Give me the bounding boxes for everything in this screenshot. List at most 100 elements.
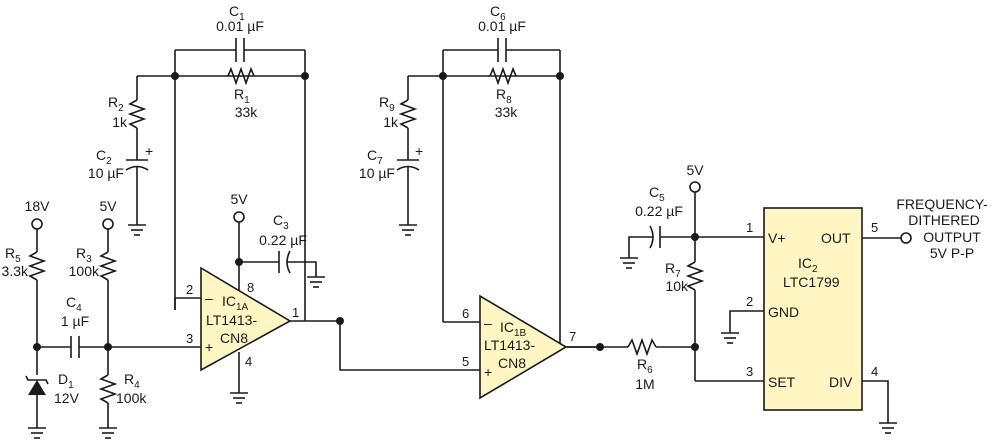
ic2-pin-vplus: 1 bbox=[746, 220, 753, 235]
ground-ic1a bbox=[230, 392, 248, 404]
terminal-5v-r3 bbox=[102, 218, 114, 230]
ic1b-part-line2: CN8 bbox=[498, 355, 526, 371]
ic2-pin-div: 4 bbox=[871, 364, 878, 379]
ic2-supply-label: 5V bbox=[686, 162, 704, 178]
resistor-r4 bbox=[98, 374, 118, 404]
ic2-pin-out: 5 bbox=[871, 220, 878, 235]
capacitor-c2 bbox=[125, 159, 149, 171]
ic1a-pin-out: 1 bbox=[292, 305, 299, 320]
resistor-r3 bbox=[98, 251, 118, 281]
d1-label: D1 bbox=[58, 371, 74, 391]
c3-value: 0.22 µF bbox=[259, 232, 307, 248]
c6-label: C6 bbox=[490, 3, 506, 23]
labels: C1 0.01 µF R1 33k R2 1k C2 10 µF + C6 0.… bbox=[2, 3, 988, 406]
r3-supply-label: 5V bbox=[99, 198, 117, 214]
c7-value: 10 µF bbox=[359, 165, 395, 181]
output-label-line3: OUTPUT bbox=[923, 229, 981, 245]
ic1a-pin-vcc: 8 bbox=[247, 280, 254, 295]
r8-value: 33k bbox=[495, 104, 519, 120]
ic2-pin-gnd: 2 bbox=[746, 294, 753, 309]
c7-polarity: + bbox=[415, 143, 423, 159]
c3-label: C3 bbox=[273, 212, 289, 232]
c5-value: 0.22 µF bbox=[635, 203, 683, 219]
r6-label: R6 bbox=[637, 356, 653, 376]
c5-label: C5 bbox=[649, 184, 665, 204]
c2-value: 10 µF bbox=[88, 165, 124, 181]
r1-value: 33k bbox=[235, 104, 259, 120]
resistor-r1 bbox=[227, 66, 255, 86]
ic2-box bbox=[763, 207, 863, 411]
ic2-pin-set-label: SET bbox=[768, 374, 796, 390]
ic1b-label: IC1B bbox=[500, 319, 527, 339]
r7-label: R7 bbox=[665, 260, 681, 280]
terminal-18v bbox=[31, 218, 43, 230]
ic1-supply-label: 5V bbox=[230, 191, 248, 207]
ic2-pin-out-label: OUT bbox=[821, 230, 851, 246]
ground-ic2-gnd bbox=[721, 332, 739, 344]
r9-label: R9 bbox=[379, 94, 395, 114]
r2-value: 1k bbox=[112, 114, 128, 130]
terminal-5v-ic2 bbox=[689, 181, 701, 193]
terminal-5v-ic1 bbox=[233, 211, 245, 223]
feedback-network-ic1b bbox=[396, 38, 600, 348]
r3-label: R3 bbox=[76, 245, 92, 265]
d1-value: 12V bbox=[54, 390, 80, 406]
r5-label: R5 bbox=[5, 245, 21, 265]
c2-polarity: + bbox=[145, 143, 153, 159]
capacitor-c7 bbox=[396, 159, 420, 171]
c4-value: 1 µF bbox=[61, 313, 89, 329]
c4-label: C4 bbox=[66, 294, 82, 314]
ic1a-label: IC1A bbox=[222, 293, 249, 313]
c1-value: 0.01 µF bbox=[216, 18, 264, 34]
terminal-output bbox=[900, 232, 912, 244]
c2-label: C2 bbox=[96, 147, 112, 167]
ic1a-minus: – bbox=[205, 290, 213, 306]
ic2-part: LTC1799 bbox=[783, 274, 840, 290]
ic2-label: IC2 bbox=[798, 255, 818, 275]
capacitor-c4 bbox=[70, 336, 80, 358]
ic1a-plus: + bbox=[205, 339, 213, 355]
ic2-pin-gnd-label: GND bbox=[768, 304, 799, 320]
ground-c2 bbox=[128, 224, 146, 236]
output-label-line1: FREQUENCY- bbox=[896, 196, 988, 212]
ground-r4 bbox=[99, 427, 117, 439]
c1-label: C1 bbox=[229, 3, 245, 23]
r1-label: R1 bbox=[234, 86, 250, 106]
feedback-network-ic1a bbox=[125, 38, 309, 321]
capacitor-c6 bbox=[497, 38, 507, 62]
r4-label: R4 bbox=[124, 371, 140, 391]
opamp-ic1a bbox=[108, 211, 340, 404]
ground-c7 bbox=[399, 224, 417, 236]
ic1a-part-line1: LT1413- bbox=[206, 312, 257, 328]
oscillator-network bbox=[600, 181, 912, 434]
supply-18v-label: 18V bbox=[25, 198, 51, 214]
ground-c5 bbox=[620, 257, 638, 269]
output-label-line4: 5V P-P bbox=[930, 245, 974, 261]
ic2-pin-set: 3 bbox=[746, 364, 753, 379]
ic1b-minus: – bbox=[484, 315, 492, 331]
ic1b-part-line1: LT1413- bbox=[484, 337, 535, 353]
capacitor-c1 bbox=[235, 38, 245, 62]
resistor-r7 bbox=[685, 261, 705, 291]
ic2-pin-vplus-label: V+ bbox=[768, 230, 786, 246]
zener-d1 bbox=[25, 375, 49, 428]
input-network bbox=[25, 218, 480, 439]
ic1a-part-line2: CN8 bbox=[220, 330, 248, 346]
r4-value: 100k bbox=[116, 390, 147, 406]
r2-label: R2 bbox=[108, 94, 124, 114]
r7-value: 10k bbox=[665, 278, 689, 294]
resistor-r5 bbox=[27, 251, 47, 281]
output-label-line2: DITHERED bbox=[908, 212, 980, 228]
resistor-r2 bbox=[127, 99, 147, 129]
c7-label: C7 bbox=[367, 147, 383, 167]
resistor-r8 bbox=[489, 66, 517, 86]
ic2-pin-div-label: DIV bbox=[829, 374, 853, 390]
ground-c3 bbox=[307, 276, 325, 288]
ground-ic2-div bbox=[879, 422, 897, 434]
r5-value: 3.3k bbox=[2, 263, 29, 279]
r8-label: R8 bbox=[496, 86, 512, 106]
ic1a-pin-gnd: 4 bbox=[245, 354, 252, 369]
ic1a-pin-noninv: 3 bbox=[186, 331, 193, 346]
c6-value: 0.01 µF bbox=[478, 18, 526, 34]
